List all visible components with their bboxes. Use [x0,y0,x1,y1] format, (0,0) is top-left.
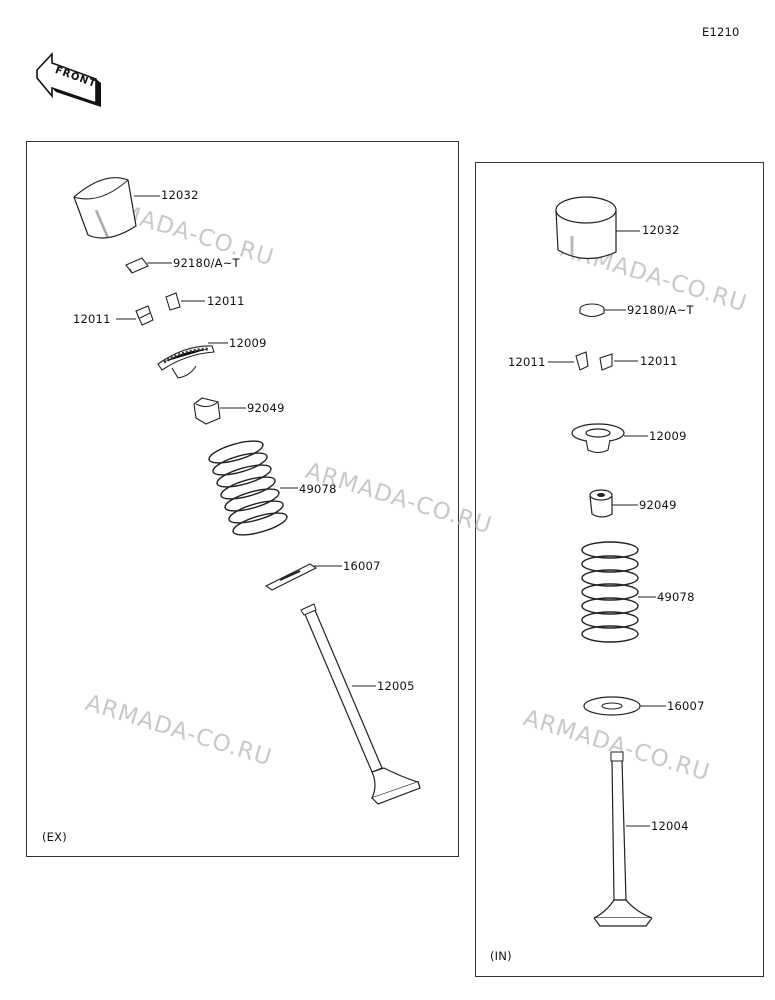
part-number-label: 12011 [640,354,678,368]
part-number-label: 49078 [299,482,337,496]
valve-keeper-drawing [135,292,181,326]
panel-label-exhaust: (EX) [42,830,67,844]
shim-drawing [579,303,605,318]
tappet-drawing [73,177,137,239]
front-direction-arrow-icon: FRONT [34,48,104,110]
part-number-label: 12005 [377,679,415,693]
part-number-label: 12011 [207,294,245,308]
diagram-code: E1210 [702,25,740,39]
part-number-label: 12004 [651,819,689,833]
valve-keeper-drawing [575,351,613,371]
spring-retainer-drawing [571,423,625,454]
exhaust-valve-drawing [300,603,421,805]
part-number-label: 16007 [667,699,705,713]
valve-stem-seal-drawing [193,397,221,425]
intake-valve-drawing [593,751,653,927]
part-number-label: 12009 [229,336,267,350]
shim-drawing [125,257,149,274]
part-number-label: 12009 [649,429,687,443]
valve-stem-seal-drawing [589,489,613,518]
part-number-label: 12032 [642,223,680,237]
part-number-label: 92049 [639,498,677,512]
part-number-label: 16007 [343,559,381,573]
spring-seat-drawing [264,563,318,591]
tappet-drawing [555,196,617,260]
spring-retainer-drawing [157,345,215,379]
part-number-label: 92180/A~T [627,303,694,317]
valve-spring-drawing [581,541,639,643]
part-number-label: 49078 [657,590,695,604]
intake-valve-panel [475,162,764,977]
spring-seat-drawing [583,696,641,716]
part-number-label: 12032 [161,188,199,202]
part-number-label: 92180/A~T [173,256,240,270]
part-number-label: 12011 [73,312,111,326]
part-number-label: 12011 [508,355,546,369]
valve-spring-drawing [208,440,288,536]
panel-label-intake: (IN) [490,949,512,963]
exhaust-valve-panel [26,141,459,857]
part-number-label: 92049 [247,401,285,415]
